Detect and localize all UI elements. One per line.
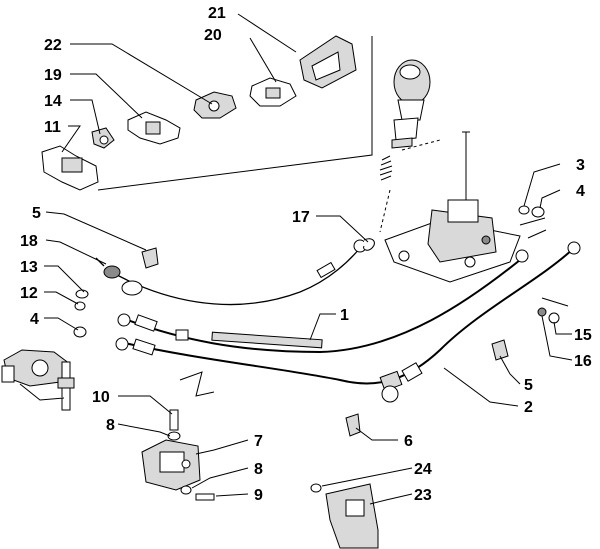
callout-24: 24 bbox=[414, 461, 432, 478]
washer-8-upper bbox=[167, 431, 181, 441]
bolt-10 bbox=[169, 409, 179, 431]
callout-21: 21 bbox=[208, 5, 226, 22]
cable-break-right-2 bbox=[541, 297, 569, 307]
clip-19 bbox=[127, 111, 181, 145]
callout-1: 1 bbox=[340, 307, 349, 324]
washer-8-lower bbox=[180, 485, 192, 495]
clip-14 bbox=[91, 127, 115, 149]
callout-10: 10 bbox=[92, 389, 110, 406]
callout-16: 16 bbox=[574, 353, 592, 370]
callout-17: 17 bbox=[292, 209, 310, 226]
clip-3 bbox=[518, 205, 530, 215]
callout-3: 3 bbox=[576, 157, 585, 174]
clip-5-lower bbox=[491, 339, 509, 361]
clip-17 bbox=[363, 238, 375, 251]
clip-20 bbox=[249, 77, 297, 107]
gearbox-linkage bbox=[1, 349, 75, 411]
callout-19: 19 bbox=[44, 67, 62, 84]
clip-22 bbox=[193, 91, 237, 119]
pin-16 bbox=[537, 307, 547, 317]
bolt-9 bbox=[195, 493, 215, 501]
callout-20: 20 bbox=[204, 27, 222, 44]
clip-13 bbox=[75, 289, 89, 299]
callout-4-right: 4 bbox=[576, 183, 585, 200]
cable-2 bbox=[115, 241, 581, 403]
inset-frame bbox=[97, 36, 373, 191]
nut-24 bbox=[310, 483, 322, 493]
callout-14: 14 bbox=[44, 93, 62, 110]
callout-8-lower: 8 bbox=[254, 461, 263, 478]
callout-22: 22 bbox=[44, 37, 62, 54]
callout-4-left: 4 bbox=[30, 311, 39, 328]
cable-18-upper bbox=[95, 239, 367, 306]
cable-break-right bbox=[519, 217, 547, 239]
clip-11 bbox=[41, 145, 99, 191]
cable-break-left bbox=[179, 371, 215, 397]
clip-5-upper bbox=[141, 247, 159, 269]
bracket-21 bbox=[299, 35, 357, 89]
callout-12: 12 bbox=[20, 285, 38, 302]
bracket-7 bbox=[141, 439, 201, 491]
callout-8-upper: 8 bbox=[106, 417, 115, 434]
callout-2: 2 bbox=[524, 399, 533, 416]
callout-5-upper: 5 bbox=[32, 205, 41, 222]
callout-18: 18 bbox=[20, 233, 38, 250]
callout-7: 7 bbox=[254, 433, 263, 450]
washer-4-right bbox=[531, 206, 545, 218]
cable-1 bbox=[117, 249, 529, 354]
callout-23: 23 bbox=[414, 487, 432, 504]
callout-15: 15 bbox=[574, 327, 592, 344]
leader-lines bbox=[44, 13, 573, 505]
callout-labels: 21 22 20 19 14 11 3 4 5 17 18 13 12 4 1 … bbox=[20, 5, 592, 504]
callout-9: 9 bbox=[254, 487, 263, 504]
callout-6: 6 bbox=[404, 433, 413, 450]
bracket-23 bbox=[325, 483, 379, 549]
gear-lever-assembly bbox=[379, 59, 521, 283]
nut-15 bbox=[548, 312, 560, 324]
callout-5-lower: 5 bbox=[524, 377, 533, 394]
callout-11: 11 bbox=[44, 119, 61, 136]
clip-6 bbox=[345, 413, 361, 437]
callout-13: 13 bbox=[20, 259, 38, 276]
